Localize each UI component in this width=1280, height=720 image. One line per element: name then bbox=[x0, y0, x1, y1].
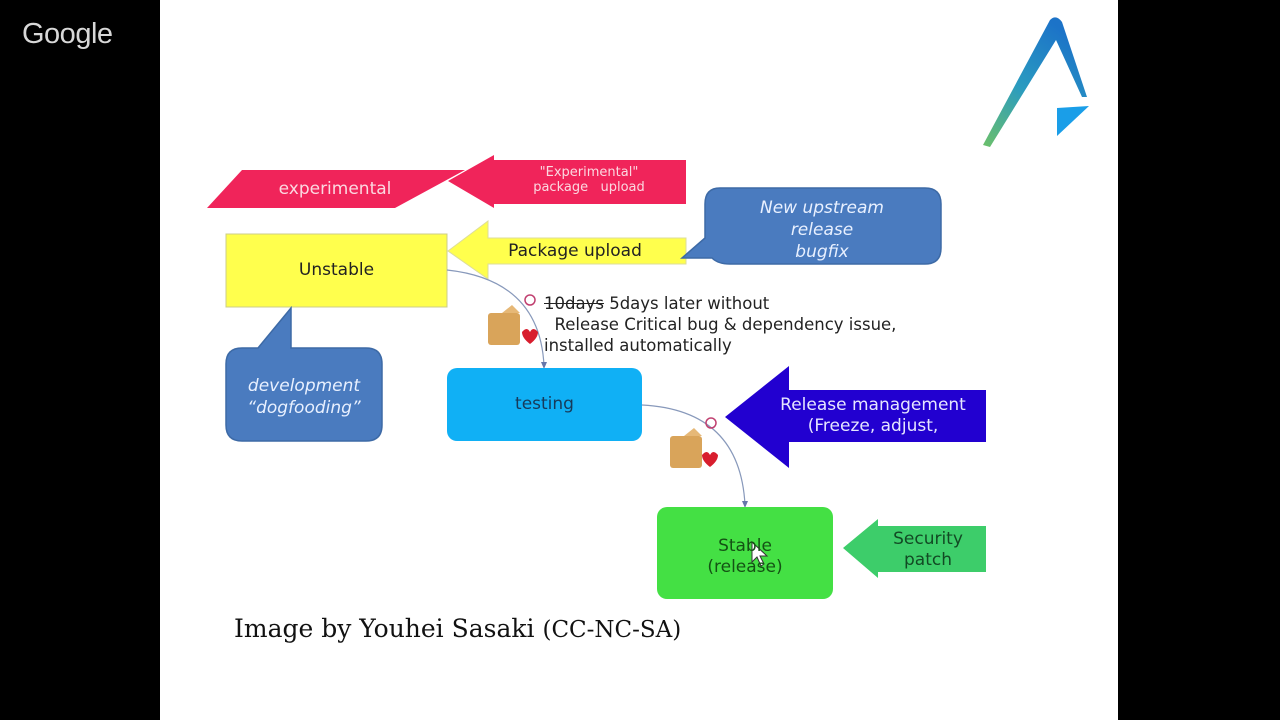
testing-box bbox=[447, 368, 642, 441]
migration-line-2: Release Critical bug & dependency issue, bbox=[544, 315, 897, 334]
credit-main: Image by Youhei Sasaki bbox=[234, 614, 543, 643]
experimental-upload-label: "Experimental" package upload bbox=[496, 165, 682, 196]
migration-curve bbox=[446, 269, 545, 367]
upstream-line-2: release bbox=[790, 220, 854, 240]
upstream-callout-label: New upstream release bugfix bbox=[712, 197, 932, 263]
security-patch-label: Security patch bbox=[872, 529, 984, 571]
package-upload-label: Package upload bbox=[508, 241, 642, 261]
mouse-cursor-icon bbox=[751, 540, 769, 567]
migration-struck-text: 10days bbox=[544, 294, 604, 313]
stable-line-2: (release) bbox=[707, 557, 783, 577]
upstream-line-3: bugfix bbox=[795, 242, 849, 262]
dogfooding-line-1: development bbox=[247, 376, 361, 396]
debian-swirl-icon-2 bbox=[705, 417, 717, 429]
experimental-upload-arrow bbox=[448, 155, 686, 208]
unstable-label: Unstable bbox=[298, 260, 375, 280]
release-curve bbox=[641, 404, 746, 506]
experimental-upload-line-1: "Experimental" bbox=[539, 165, 639, 180]
stable-box bbox=[657, 507, 833, 599]
release-management-line-1: Release management bbox=[780, 395, 966, 415]
credit-license: (CC-NC-SA) bbox=[542, 617, 682, 643]
brand-logo-icon bbox=[983, 17, 1089, 147]
experimental-upload-line-2: package upload bbox=[533, 179, 645, 195]
unstable-box bbox=[225, 233, 448, 308]
package-heart-icon bbox=[488, 305, 538, 345]
dogfooding-line-2: “dogfooding” bbox=[247, 398, 361, 418]
upstream-callout-shape bbox=[679, 187, 942, 265]
release-management-arrow bbox=[725, 366, 986, 468]
image-credit: Image by Youhei Sasaki (CC-NC-SA) bbox=[234, 614, 681, 643]
dogfooding-callout-shape bbox=[225, 305, 383, 442]
security-patch-arrow bbox=[843, 519, 986, 578]
release-management-label: Release management (Freeze, adjust, bbox=[760, 395, 986, 437]
migration-line-1: 5days later without bbox=[603, 294, 770, 313]
migration-note: 10days 5days later without Release Criti… bbox=[544, 293, 896, 356]
security-line-1: Security bbox=[893, 529, 963, 549]
release-management-line-2: (Freeze, adjust, bbox=[807, 416, 939, 436]
debian-swirl-icon bbox=[524, 294, 536, 306]
security-line-2: patch bbox=[904, 550, 952, 570]
package-heart-icon-2 bbox=[670, 428, 718, 468]
experimental-label: experimental bbox=[278, 179, 392, 199]
testing-label: testing bbox=[515, 394, 574, 414]
migration-line-3: installed automatically bbox=[544, 336, 732, 355]
upstream-line-1: New upstream bbox=[760, 198, 884, 218]
google-watermark: Google bbox=[22, 18, 113, 50]
package-upload-arrow bbox=[447, 220, 687, 280]
experimental-shape bbox=[207, 170, 465, 208]
stable-label: Stable (release) bbox=[657, 536, 833, 578]
dogfooding-label: development “dogfooding” bbox=[226, 375, 382, 419]
stable-line-1: Stable bbox=[718, 536, 772, 556]
